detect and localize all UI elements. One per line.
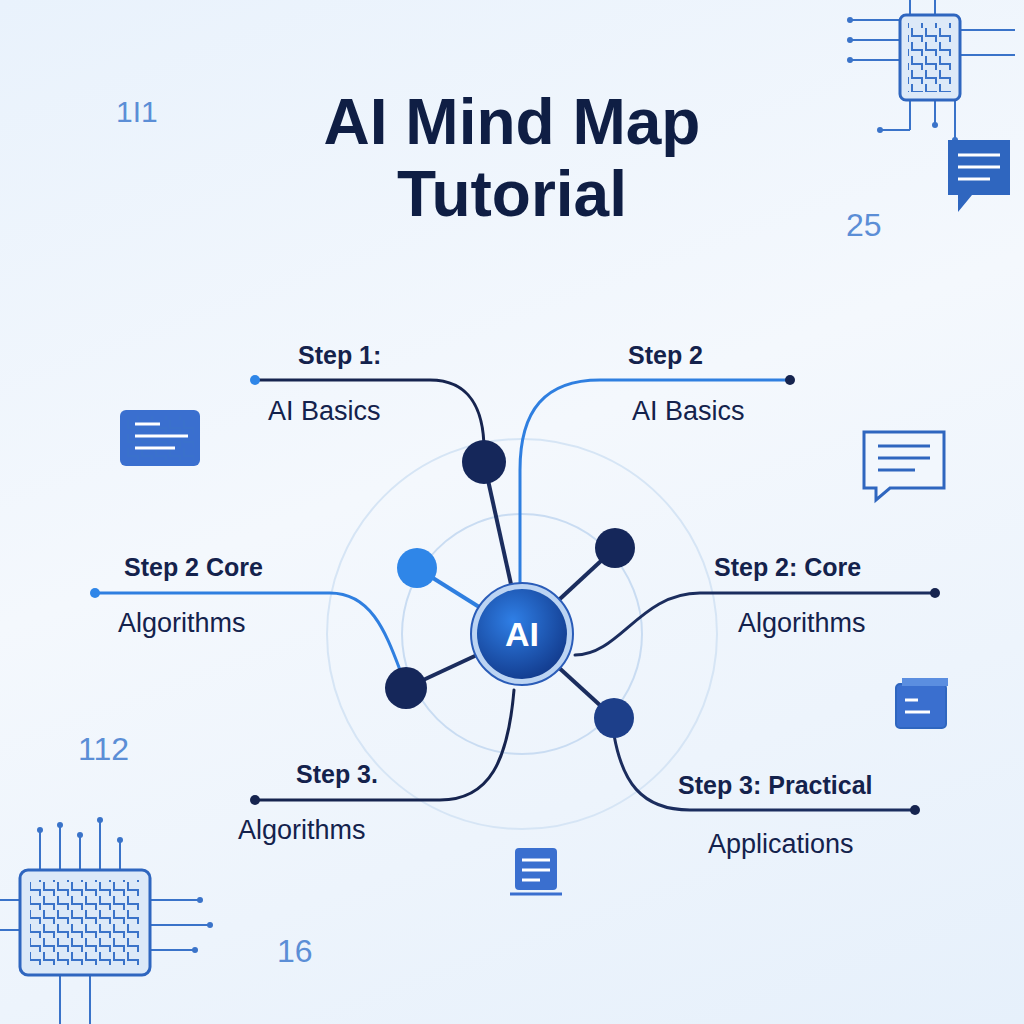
decor-number: 112: [78, 730, 129, 768]
window-icon: [896, 678, 948, 728]
step-body: Algorithms: [118, 607, 246, 639]
step-body: Applications: [708, 828, 854, 860]
branch-lines: [95, 380, 935, 810]
step-body: Algorithms: [738, 607, 866, 639]
branch-dots: [385, 440, 635, 738]
step-heading: Step 2: Core: [714, 552, 861, 582]
step-heading: Step 2 Core: [124, 552, 263, 582]
step-heading: Step 3.: [296, 759, 378, 789]
step-heading: Step 1:: [298, 340, 381, 370]
decor-number: 25: [846, 206, 882, 244]
decor-number: 1I1: [116, 94, 158, 130]
document-icon: [864, 432, 944, 500]
title: AI Mind Map Tutorial: [232, 86, 792, 230]
chat-icon: [948, 140, 1010, 212]
branch-ends: [90, 375, 940, 815]
step-body: Algorithms: [238, 814, 366, 846]
circuit-chip: [847, 0, 1015, 143]
center-circle: AI: [469, 581, 575, 687]
step-heading: Step 3: Practical: [678, 770, 873, 800]
step-body: AI Basics: [268, 395, 381, 427]
decor-number: 16: [277, 932, 313, 970]
document-icon: [510, 848, 562, 894]
circuit-chip: [0, 817, 213, 1024]
document-icon: [120, 410, 200, 466]
step-heading: Step 2: [628, 340, 703, 370]
ring: [402, 514, 642, 754]
step-body: AI Basics: [632, 395, 745, 427]
center-label: AI: [505, 615, 539, 654]
spokes: [406, 462, 615, 718]
